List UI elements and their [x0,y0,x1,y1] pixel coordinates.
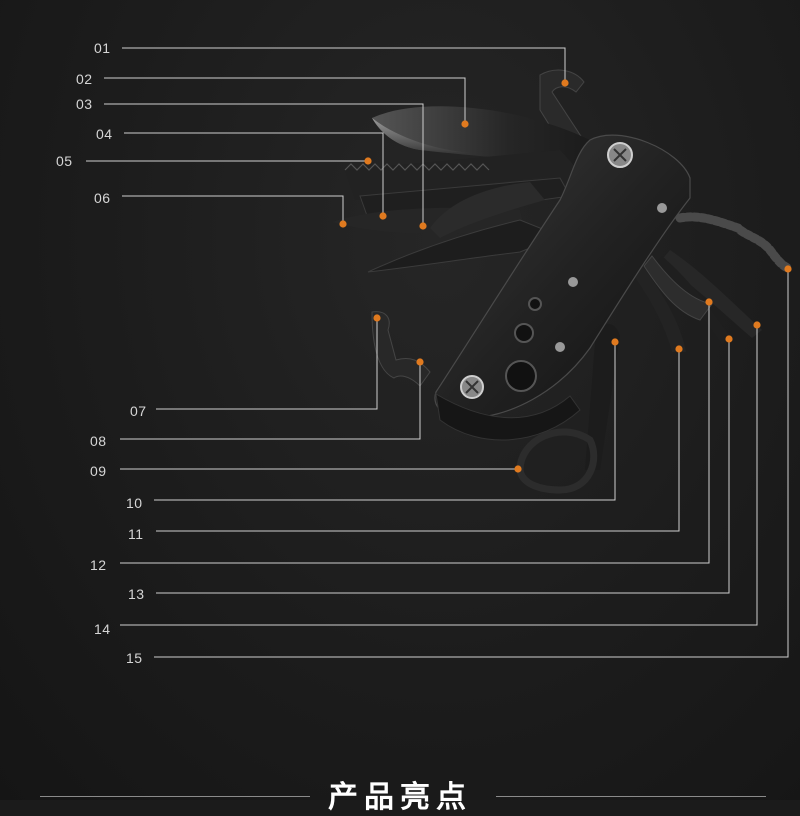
blade-edge-highlight [372,118,470,153]
callout-label-10: 10 [126,495,143,511]
screwdriver-tool [660,250,762,338]
callout-leaders [86,47,792,658]
callout-label-12: 12 [90,557,107,573]
screw-top-slot [613,148,627,162]
callout-dot-09 [514,465,522,473]
rivet-2 [555,342,565,352]
rivet-1 [568,277,578,287]
callout-dot-12 [705,298,713,306]
pliers-jaw [430,182,545,238]
callout-dot-02 [461,120,469,128]
leader-line-15 [154,269,789,658]
lanyard-arm [585,323,620,470]
callout-label-01: 01 [94,40,111,56]
callout-label-13: 13 [128,586,145,602]
leader-line-06 [122,195,344,224]
saw-teeth [344,163,490,171]
callout-label-14: 14 [94,621,111,637]
callout-dot-13 [725,335,733,343]
callout-dot-05 [364,157,372,165]
leader-line-12 [120,302,710,564]
callout-label-11: 11 [128,526,144,542]
section-heading: 产品亮点 [328,781,472,814]
callout-dot-01 [561,79,569,87]
callout-dot-04 [379,212,387,220]
handle-hole-small [528,297,542,311]
leader-line-03 [104,103,424,226]
screw-bottom-slot [465,380,479,394]
handle-side-plate [435,393,581,441]
callout-dot-14 [753,321,761,329]
callout-label-08: 08 [90,433,107,449]
footer-rule-right [496,796,766,797]
callout-dot-08 [416,358,424,366]
file-fin-tool [643,255,713,321]
callout-label-07: 07 [130,403,147,419]
handle-hole-large [505,360,537,392]
saw-tool [345,150,580,200]
callout-label-03: 03 [76,96,93,112]
rivet-3 [657,203,667,213]
leader-line-08 [120,362,421,440]
callout-dot-03 [419,222,427,230]
callout-dot-07 [373,314,381,322]
corkscrew-tool [675,212,793,273]
footer-rule-left [40,796,310,797]
multitool-body [332,69,793,494]
leader-line-01 [122,47,566,83]
lower-opener-tool [371,311,431,387]
callout-label-09: 09 [90,463,107,479]
carabiner [516,428,598,494]
callout-dot-06 [339,220,347,228]
handle-hole-medium [514,323,534,343]
callout-dot-11 [675,345,683,353]
callout-label-05: 05 [56,153,73,169]
leader-line-07 [156,318,378,410]
leader-line-04 [124,132,384,216]
leader-line-11 [156,349,680,532]
callout-label-04: 04 [96,126,113,142]
callout-label-06: 06 [94,190,111,206]
long-blade-lower [630,262,686,352]
callout-dot-10 [611,338,619,346]
callout-label-02: 02 [76,71,93,87]
leader-line-14 [120,325,758,626]
callout-dot-15 [784,265,792,273]
callout-label-15: 15 [126,650,143,666]
leader-line-10 [154,342,616,501]
leader-line-02 [104,77,466,124]
leader-line-13 [156,339,730,594]
